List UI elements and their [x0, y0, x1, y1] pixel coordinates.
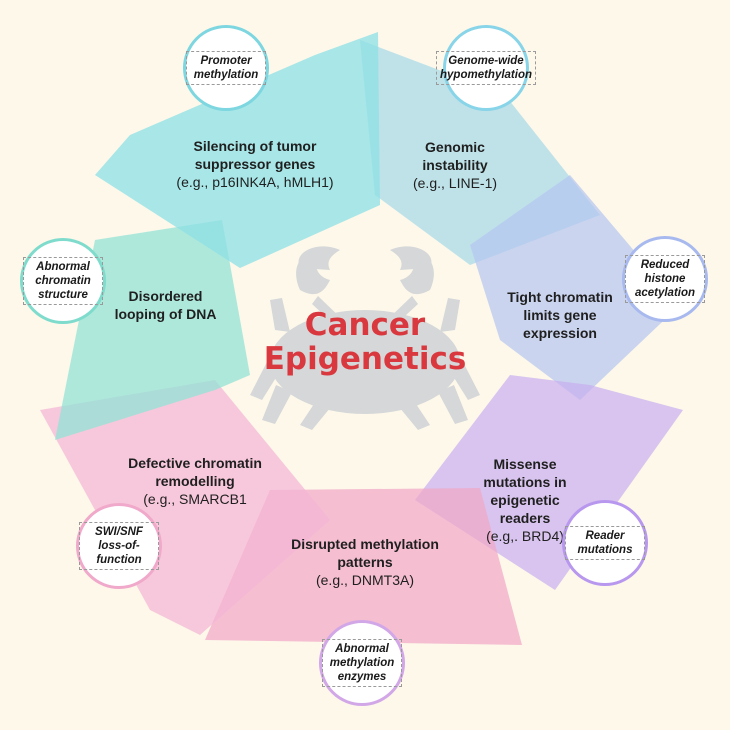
disordered-text: Disordered looping of DNA [108, 287, 223, 323]
disrupted-text: Disrupted methylation patterns (e.g., DN… [280, 535, 450, 589]
bubble-reduced-acetylation-label: Reduced histone acetylation [625, 255, 705, 303]
bubble-reader-mutations-label: Reader mutations [565, 526, 645, 560]
title-line-2: Epigenetics [263, 341, 467, 377]
genomic-example: (e.g., LINE-1) [412, 175, 498, 191]
bubble-promoter-methylation: Promoter methylation [183, 25, 269, 111]
bubble-abnormal-methylation-enzymes-label: Abnormal methylation enzymes [322, 639, 402, 687]
diagram-title: Cancer Epigenetics [240, 308, 490, 376]
genomic-title: Genomic instability [422, 139, 488, 173]
silencing-title: Silencing of tumor suppressor genes [193, 138, 317, 172]
genomic-text: Genomic instability (e.g., LINE-1) [405, 138, 505, 192]
bubble-promoter-methylation-label: Promoter methylation [186, 51, 266, 85]
bubble-reduced-acetylation: Reduced histone acetylation [622, 236, 708, 322]
bubble-abnormal-chromatin: Abnormal chromatin structure [20, 238, 106, 324]
tight-text: Tight chromatin limits gene expression [505, 288, 615, 342]
disrupted-title: Disrupted methylation patterns [291, 536, 439, 570]
bubble-genome-wide-label: Genome-wide hypomethylation [436, 51, 536, 85]
tight-title: Tight chromatin limits gene expression [507, 289, 613, 341]
missense-text: Missense mutations in epigenetic readers… [470, 455, 580, 545]
bubble-genome-wide: Genome-wide hypomethylation [436, 25, 536, 111]
bubble-swi-snf: SWI/SNF loss-of-function [76, 503, 162, 589]
defective-text: Defective chromatin remodelling (e.g., S… [125, 454, 265, 508]
missense-title: Missense mutations in epigenetic readers [483, 456, 567, 526]
segment-defective [40, 380, 330, 635]
bubble-abnormal-methylation-enzymes: Abnormal methylation enzymes [319, 620, 405, 706]
missense-example: (e.g,. BRD4) [486, 528, 564, 544]
bubble-swi-snf-label: SWI/SNF loss-of-function [79, 522, 159, 570]
crab-icon [250, 246, 480, 430]
bubble-reader-mutations: Reader mutations [562, 500, 648, 586]
segment-tight [470, 175, 680, 400]
disordered-title: Disordered looping of DNA [114, 288, 217, 322]
bubble-abnormal-chromatin-label: Abnormal chromatin structure [23, 257, 103, 305]
segment-silencing [95, 32, 380, 268]
disrupted-example: (e.g., DNMT3A) [315, 572, 414, 588]
title-line-1: Cancer [304, 307, 426, 343]
defective-title: Defective chromatin remodelling [128, 455, 262, 489]
defective-example: (e.g., SMARCB1 [143, 491, 247, 507]
silencing-text: Silencing of tumor suppressor genes (e.g… [175, 137, 335, 191]
silencing-example: (e.g., p16INK4A, hMLH1) [176, 174, 334, 190]
